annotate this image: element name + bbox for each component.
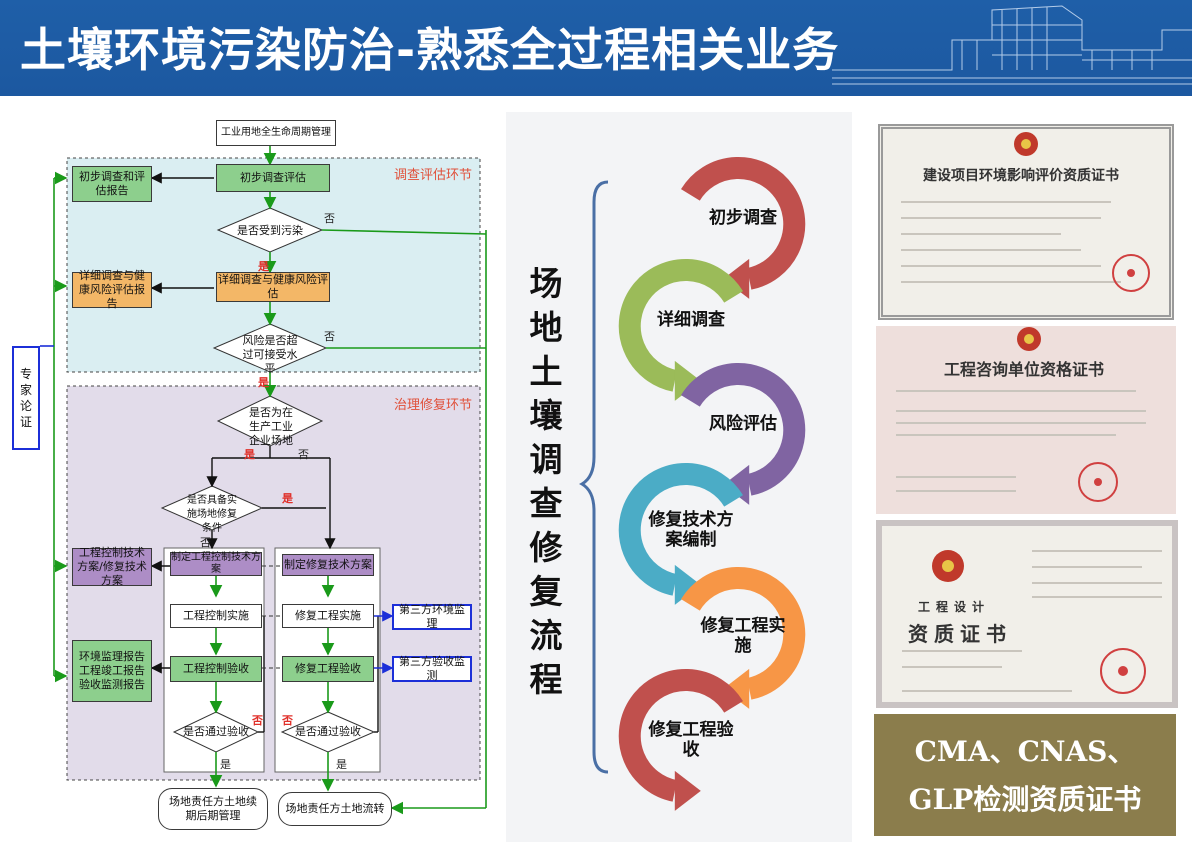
header-banner: 土壤环境污染防治-熟悉全过程相关业务 bbox=[0, 0, 1192, 96]
expert-review-box: 专家论证 bbox=[12, 346, 40, 450]
step-risk-assessment: 风险评估 bbox=[709, 414, 777, 434]
remediation-accept-box: 修复工程验收 bbox=[282, 656, 374, 682]
step-initial-survey: 初步调查 bbox=[709, 208, 777, 228]
certificate-eia: 建设项目环境影响评价资质证书 bbox=[878, 124, 1174, 320]
label-no-right: 否 bbox=[282, 714, 293, 727]
process-arc-3 bbox=[681, 362, 806, 496]
national-emblem-icon bbox=[1014, 132, 1038, 156]
badge-line-2: GLP检测资质证书 bbox=[908, 783, 1142, 816]
building-skyline-icon bbox=[832, 5, 1192, 85]
process-flow-graphic bbox=[579, 156, 806, 811]
label-yes: 是 bbox=[258, 260, 269, 273]
process-arc-1 bbox=[681, 156, 806, 290]
process-panel: 场地土壤调查修复流程 初步调查 详细调查 风险评估 修复技术方案编制 修复工程实… bbox=[506, 112, 852, 842]
process-arrowhead-6 bbox=[674, 770, 701, 811]
engineering-impl-box: 工程控制实施 bbox=[170, 604, 262, 628]
pass-question-right: 是否通过验收 bbox=[295, 725, 361, 738]
remediation-impl-box: 修复工程实施 bbox=[282, 604, 374, 628]
end-left-box: 场地责任方土地续期后期管理 bbox=[158, 788, 268, 830]
polluted-question: 是否受到污染 bbox=[237, 224, 303, 237]
page-title: 土壤环境污染防治-熟悉全过程相关业务 bbox=[20, 23, 840, 77]
process-arrowhead-1 bbox=[723, 258, 750, 299]
process-arc-4 bbox=[618, 462, 743, 596]
process-arc-6 bbox=[618, 668, 743, 802]
risk-question: 风险是否超过可接受水平 bbox=[242, 334, 298, 375]
environment-reports-box: 环境监理报告工程竣工报告验收监测报告 bbox=[72, 640, 152, 702]
engineering-accept-box: 工程控制验收 bbox=[170, 656, 262, 682]
engineering-plan-box: 制定工程控制技术方案 bbox=[170, 552, 262, 576]
certificate-design-subtitle: 工程设计 bbox=[918, 600, 991, 614]
certificate-eia-title: 建设项目环境影响评价资质证书 bbox=[923, 168, 1119, 184]
end-right-box: 场地责任方土地流转 bbox=[278, 792, 392, 826]
label-no: 否 bbox=[324, 330, 335, 343]
step-detailed-survey: 详细调查 bbox=[657, 310, 725, 330]
label-no-left: 否 bbox=[252, 714, 263, 727]
step-remediation-implement: 修复工程实施 bbox=[700, 616, 786, 656]
certificate-consulting-title: 工程咨询单位资格证书 bbox=[944, 360, 1105, 379]
detailed-survey-box: 详细调查与健康风险评估 bbox=[216, 272, 330, 302]
tech-plan-report-box: 工程控制技术方案/修复技术方案 bbox=[72, 546, 152, 587]
label-yes: 是 bbox=[258, 376, 269, 389]
region-label-investigation: 调查评估环节 bbox=[394, 168, 473, 183]
label-yes: 是 bbox=[282, 492, 293, 505]
process-arc-5 bbox=[681, 566, 806, 700]
process-arrowhead-5 bbox=[723, 668, 750, 709]
initial-report-box: 初步调查和评估报告 bbox=[72, 166, 152, 202]
certificate-consulting: 工程咨询单位资格证书 bbox=[876, 326, 1176, 514]
label-no: 否 bbox=[200, 536, 211, 549]
flowchart-panel: 调查评估环节 治理修复环节 工业用地全生命周期管理 专家论证 初步调查评估 初步… bbox=[0, 96, 496, 852]
process-arc-2 bbox=[618, 258, 743, 392]
production-question: 是否为在生产工业企业场地 bbox=[249, 406, 293, 447]
label-yes: 是 bbox=[244, 448, 255, 461]
process-title: 场地土壤调查修复流程 bbox=[529, 264, 563, 699]
label-yes: 是 bbox=[220, 758, 231, 771]
label-no: 否 bbox=[298, 448, 309, 461]
initial-survey-box: 初步调查评估 bbox=[216, 164, 330, 192]
third-party-monitor-box: 第三方环境监理 bbox=[392, 603, 472, 630]
red-seal-icon bbox=[1078, 462, 1118, 502]
certificate-design-title: 资质证书 bbox=[908, 622, 1012, 646]
region-label-remediation: 治理修复环节 bbox=[394, 398, 473, 413]
remediation-plan-box: 制定修复技术方案 bbox=[282, 554, 374, 576]
certificates-panel: 建设项目环境影响评价资质证书 工程咨询单位资格证书 工程设计 资质证书 bbox=[866, 112, 1192, 852]
red-seal-icon bbox=[1112, 254, 1150, 292]
national-emblem-icon bbox=[932, 550, 964, 582]
national-emblem-icon bbox=[1017, 327, 1041, 351]
step-remediation-accept: 修复工程验收 bbox=[648, 720, 734, 760]
qualification-badge: CMA、CNAS、 GLP检测资质证书 bbox=[874, 714, 1176, 836]
label-yes: 是 bbox=[336, 758, 347, 771]
label-no: 否 bbox=[324, 212, 335, 225]
conditions-question: 是否具备实施场地修复条件 bbox=[187, 495, 237, 534]
process-arrowhead-2 bbox=[674, 360, 701, 401]
start-box: 工业用地全生命周期管理 bbox=[216, 120, 336, 146]
pass-question-left: 是否通过验收 bbox=[183, 725, 249, 738]
detailed-report-box: 详细调查与健康风险评估报告 bbox=[72, 269, 152, 310]
step-remediation-plan: 修复技术方案编制 bbox=[648, 510, 734, 550]
badge-line-1: CMA、CNAS、 bbox=[914, 735, 1136, 768]
process-arrowhead-4 bbox=[674, 564, 701, 605]
certificate-design: 工程设计 资质证书 bbox=[876, 520, 1178, 708]
red-seal-icon bbox=[1100, 648, 1146, 694]
third-party-accept-box: 第三方验收监测 bbox=[392, 655, 472, 682]
